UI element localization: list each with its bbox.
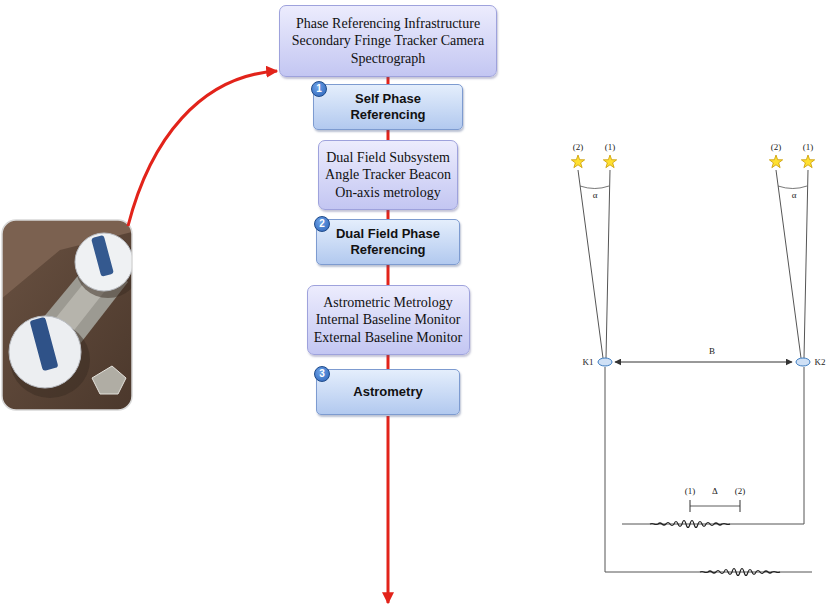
node-text: External Baseline Monitor	[314, 329, 463, 347]
node-text: Phase Referencing Infrastructure	[296, 15, 480, 33]
info-box: Astrometric MetrologyInternal Baseline M…	[307, 285, 470, 355]
sketch-label: Δ	[712, 486, 718, 497]
photo-terrain	[2, 220, 132, 300]
sketch-label: (2)	[735, 486, 746, 497]
telescope-photo	[2, 220, 132, 410]
sketch-label: (1)	[605, 142, 616, 153]
sketch-label: K2	[815, 357, 826, 368]
telescope-symbol	[598, 358, 612, 366]
callout-number: 1	[311, 81, 327, 97]
photo-structure	[92, 366, 126, 394]
flow-connector	[387, 77, 390, 84]
node-text: Internal Baseline Monitor	[316, 311, 461, 329]
sketch-label: (1)	[803, 142, 814, 153]
light-ray	[606, 170, 610, 358]
dome-slit	[30, 317, 59, 371]
callout-number: 3	[314, 366, 330, 382]
star-symbol	[801, 155, 814, 168]
flow-connector	[387, 355, 390, 369]
star-symbol	[571, 155, 584, 168]
photo-frame	[2, 220, 132, 410]
sketch-label: (1)	[685, 486, 696, 497]
process-box: Dual Field Phase Referencing2	[316, 219, 460, 265]
node-text: On-axis metrology	[335, 184, 440, 202]
node-text: Spectrograph	[351, 50, 426, 68]
telescope-dome	[75, 233, 132, 291]
sketch-label: B	[709, 346, 715, 357]
delay-line	[622, 367, 804, 524]
node-text: Dual Field Subsystem	[326, 149, 450, 167]
node-text: 1	[316, 82, 322, 96]
process-box: Astrometry 3	[316, 369, 460, 415]
node-text: Secondary Fringe Tracker Camera	[292, 32, 484, 50]
interferometer-sketch	[571, 155, 814, 576]
fringe-packet	[650, 521, 730, 528]
flow-arrow	[128, 71, 277, 226]
light-ray	[578, 170, 603, 358]
fringe-packet	[700, 569, 780, 576]
baseline-arrow	[615, 362, 792, 363]
process-box: Self Phase Referencing 1	[313, 84, 463, 130]
light-ray	[804, 170, 808, 358]
node-text: Dual Field Phase Referencing	[326, 226, 451, 257]
callout-number: 2	[314, 216, 330, 232]
node-text: 3	[319, 367, 325, 381]
telescope-dome	[9, 316, 81, 388]
light-ray	[776, 170, 801, 358]
info-box: Phase Referencing InfrastructureSecondar…	[279, 5, 497, 77]
node-text: Angle Tracker Beacon	[325, 166, 451, 184]
telescope-symbol	[796, 358, 810, 366]
info-box: Dual Field SubsystemAngle Tracker Beacon…	[318, 140, 458, 210]
flow-connector	[387, 130, 390, 140]
angle-arc	[580, 186, 609, 189]
delay-span	[690, 506, 740, 507]
star-symbol	[603, 155, 616, 168]
delay-line	[605, 367, 812, 572]
angle-arc	[778, 186, 807, 189]
sketch-label: α	[792, 190, 797, 201]
flow-connector	[387, 265, 390, 285]
node-text: Astrometry	[353, 384, 422, 400]
sketch-label: (2)	[771, 142, 782, 153]
star-symbol	[769, 155, 782, 168]
sketch-label: K1	[583, 357, 594, 368]
sketch-label: α	[593, 190, 598, 201]
node-text: Astrometric Metrology	[323, 294, 452, 312]
flow-arrow	[387, 416, 390, 603]
node-text: Self Phase Referencing	[326, 91, 451, 122]
photo-ground	[2, 220, 132, 410]
flow-connector	[387, 210, 390, 219]
dome-slit	[91, 235, 114, 277]
node-text: 2	[319, 217, 325, 231]
sketch-label: (2)	[573, 142, 584, 153]
